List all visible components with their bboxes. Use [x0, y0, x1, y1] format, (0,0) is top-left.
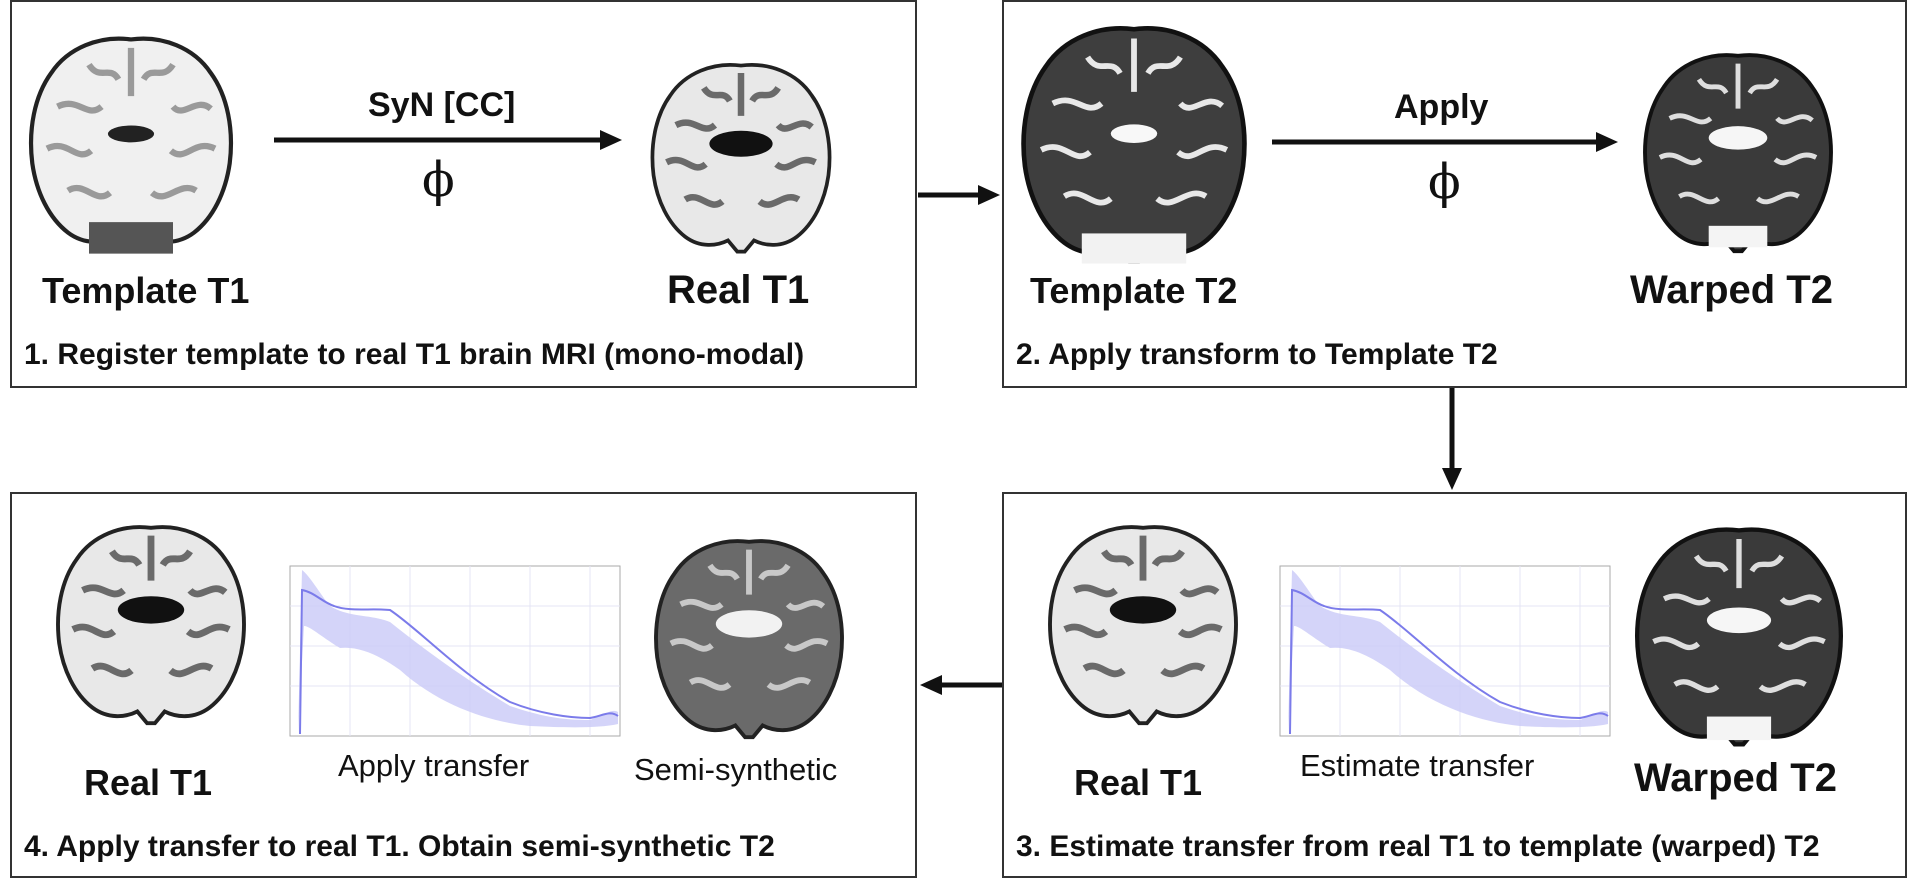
- step-1-caption: 1. Register template to real T1 brain MR…: [24, 338, 805, 371]
- real-t1-label: Real T1: [667, 268, 810, 312]
- phi-symbol: ϕ: [422, 152, 455, 208]
- phi-symbol: ϕ: [1428, 154, 1461, 210]
- panel-apply-transfer: Real T1 Apply transfer Semi-synthetic 4.…: [10, 492, 917, 878]
- warped-t2-label: Warped T2: [1630, 268, 1833, 312]
- panel-estimate-transfer: Real T1 Estimate transfer Warped T2 3. E…: [1002, 492, 1907, 878]
- template-t2-label: Template T2: [1030, 270, 1238, 311]
- template-t2-brain-image: [1018, 22, 1250, 264]
- apply-transfer-label: Apply transfer: [338, 748, 530, 783]
- real-t1-label: Real T1: [1074, 762, 1203, 803]
- panel-register: Template T1 SyN [CC] ϕ Real T1 1. Regist…: [10, 0, 917, 388]
- semi-synthetic-brain-image: [654, 539, 844, 740]
- warped-t2-label: Warped T2: [1634, 756, 1837, 800]
- real-t1-brain-image: [56, 525, 246, 726]
- arrow-panel1-to-panel2: [918, 185, 1000, 205]
- register-arrow: [274, 130, 622, 150]
- step-2-caption: 2. Apply transform to Template T2: [1016, 338, 1498, 371]
- real-t1-brain-image: [650, 63, 832, 254]
- apply-arrow: [1272, 132, 1618, 152]
- arrow-panel3-to-panel4: [920, 675, 1002, 695]
- transfer-function-plot: [289, 565, 621, 737]
- syn-cc-label: SyN [CC]: [368, 86, 516, 124]
- real-t1-label: Real T1: [84, 762, 213, 803]
- real-t1-brain-image: [1048, 525, 1238, 726]
- panel-apply-transform: Template T2 Apply ϕ Warped T2 2. Apply t…: [1002, 0, 1907, 388]
- estimate-transfer-label: Estimate transfer: [1300, 748, 1535, 783]
- template-t1-label: Template T1: [42, 270, 250, 311]
- transfer-function-plot: [1279, 565, 1611, 737]
- warped-t2-brain-image: [1643, 53, 1833, 254]
- step-4-caption: 4. Apply transfer to real T1. Obtain sem…: [24, 830, 775, 863]
- semi-synthetic-label: Semi-synthetic: [634, 752, 838, 787]
- apply-label: Apply: [1394, 88, 1489, 126]
- step-3-caption: 3. Estimate transfer from real T1 to tem…: [1016, 830, 1820, 863]
- template-t1-brain-image: [26, 26, 236, 254]
- warped-t2-brain-image: [1616, 524, 1862, 754]
- arrow-panel2-to-panel3: [1442, 388, 1462, 490]
